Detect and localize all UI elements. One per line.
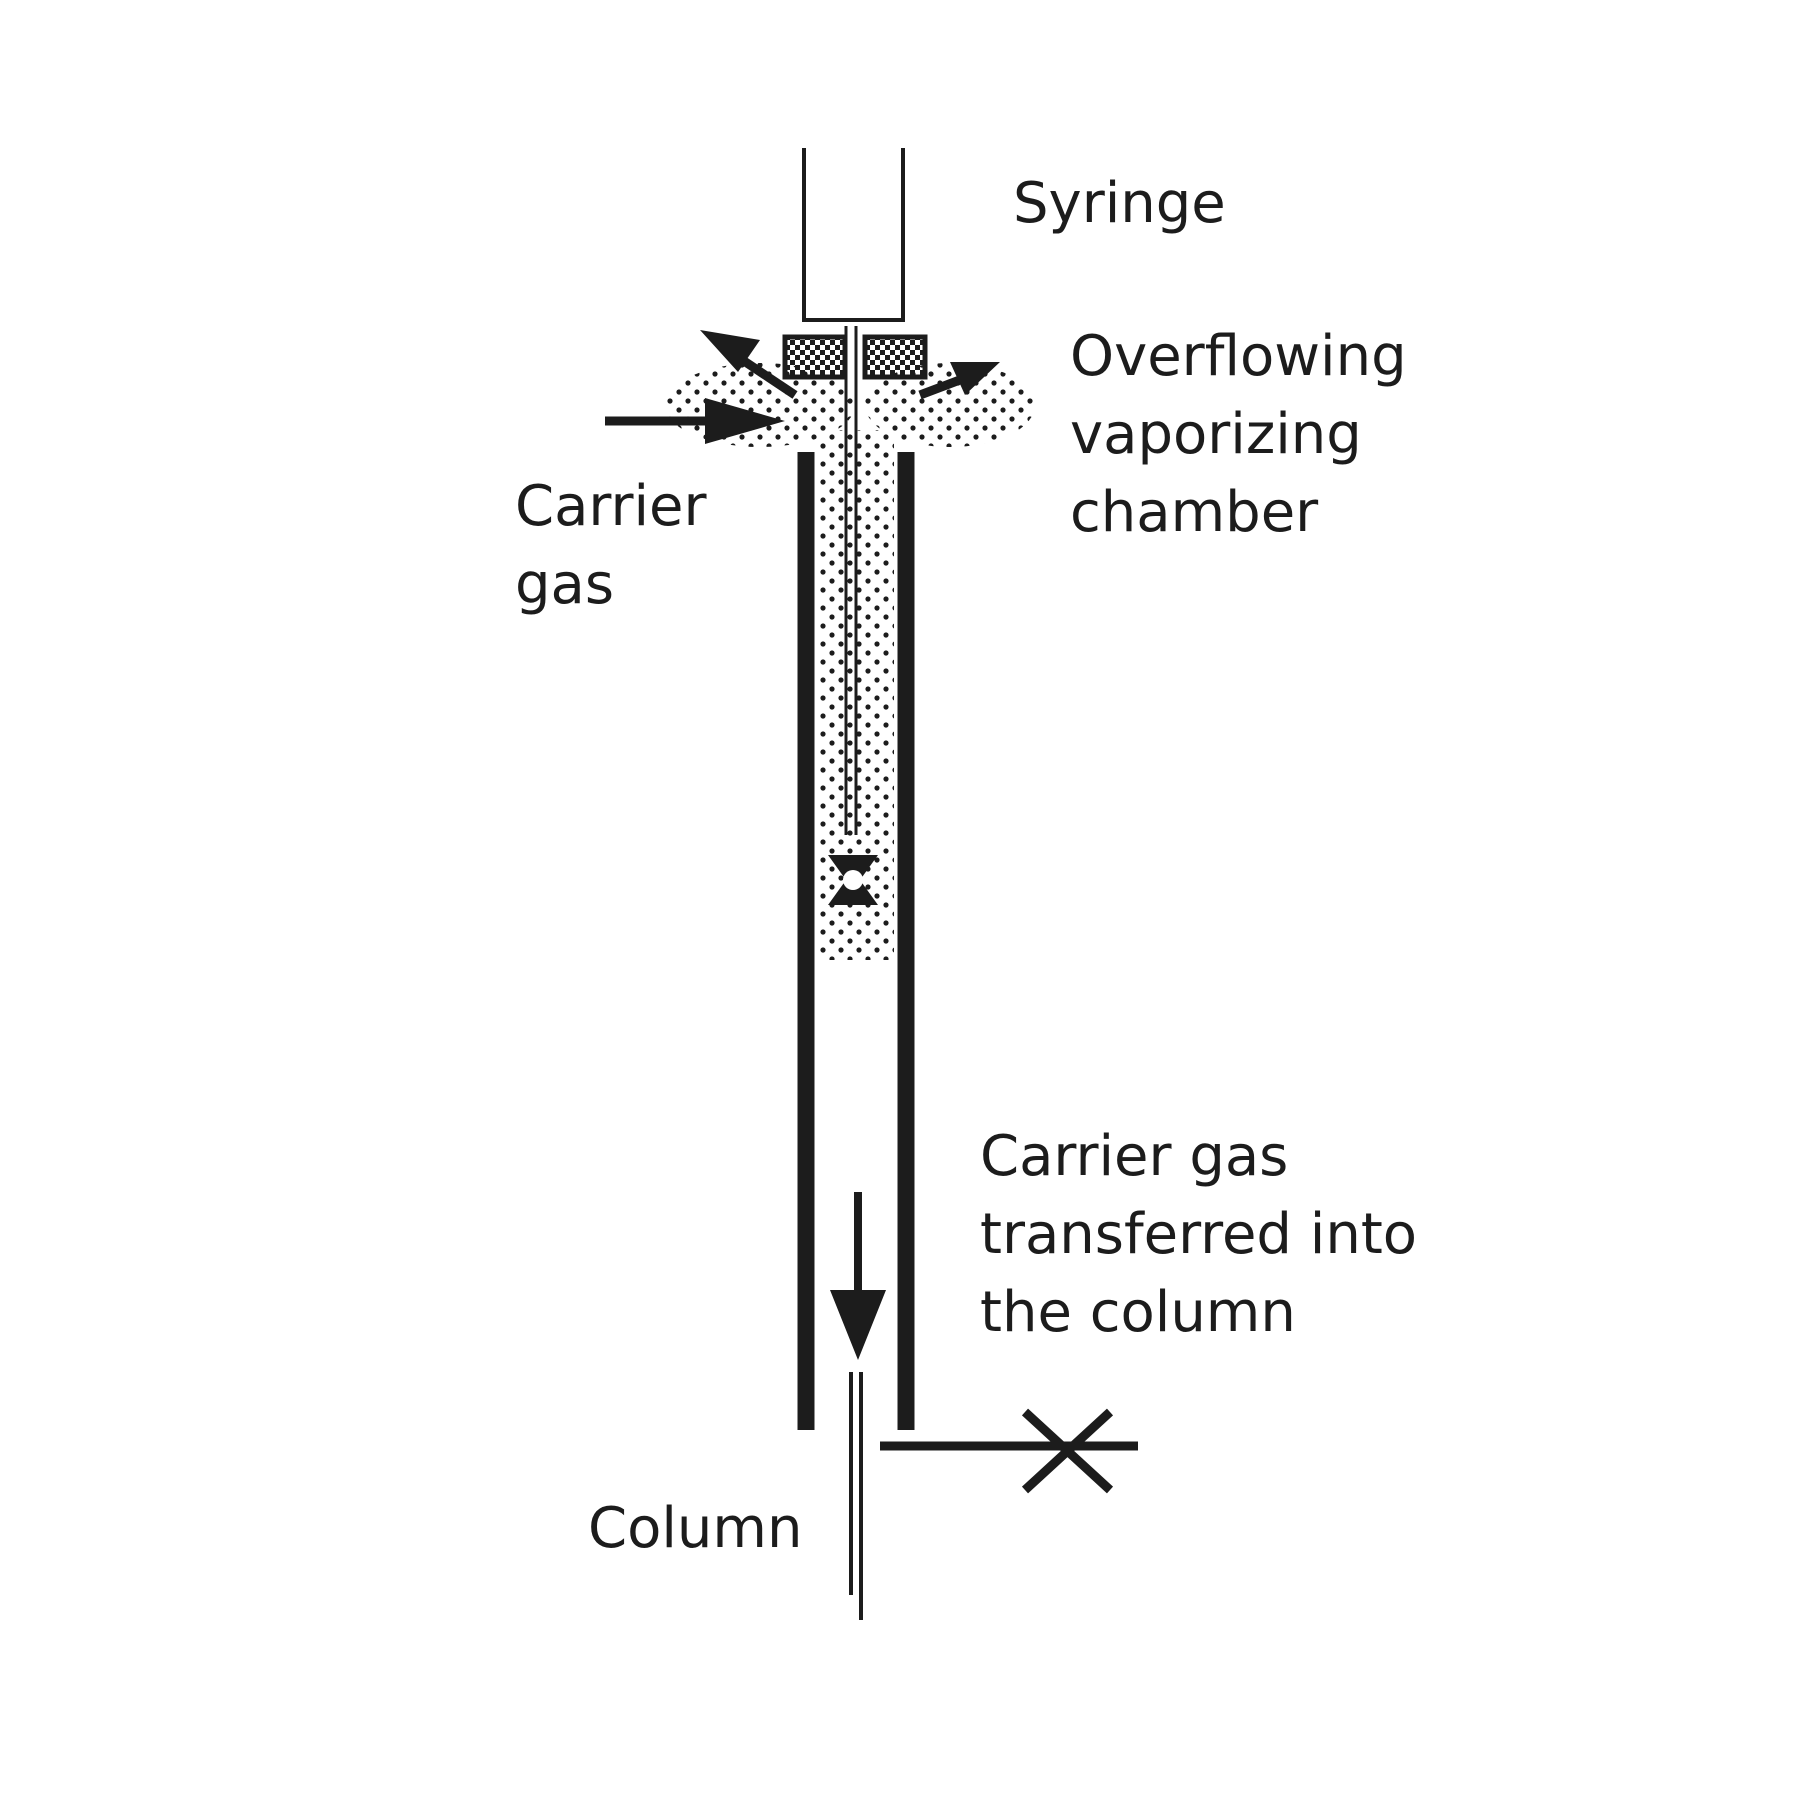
liner-walls [797, 452, 915, 1430]
syringe-needle [844, 326, 858, 835]
carrier-gas-label-line1: Carrier [515, 474, 707, 539]
transferred-label-line2: transferred into [980, 1202, 1418, 1267]
chamber-label-line3: chamber [1070, 480, 1319, 545]
syringe-barrel [802, 148, 905, 322]
closed-valve-icon [1021, 1408, 1114, 1494]
transferred-label-line1: Carrier gas [980, 1124, 1289, 1189]
chamber-label-line1: Overflowing [1070, 324, 1407, 389]
chamber-label-line2: vaporizing [1070, 402, 1362, 467]
overflow-arrow-left [700, 330, 798, 399]
column-label: Column [588, 1496, 803, 1561]
flow-down-arrow [830, 1192, 886, 1360]
column-tube [849, 1372, 863, 1620]
sample-droplet [828, 855, 878, 905]
overflow-arrow-right [918, 362, 1000, 400]
carrier-gas-inlet-arrow [605, 398, 785, 444]
transferred-label-line3: the column [980, 1280, 1296, 1345]
carrier-gas-label-line2: gas [515, 552, 615, 617]
syringe-label: Syringe [1013, 171, 1226, 236]
